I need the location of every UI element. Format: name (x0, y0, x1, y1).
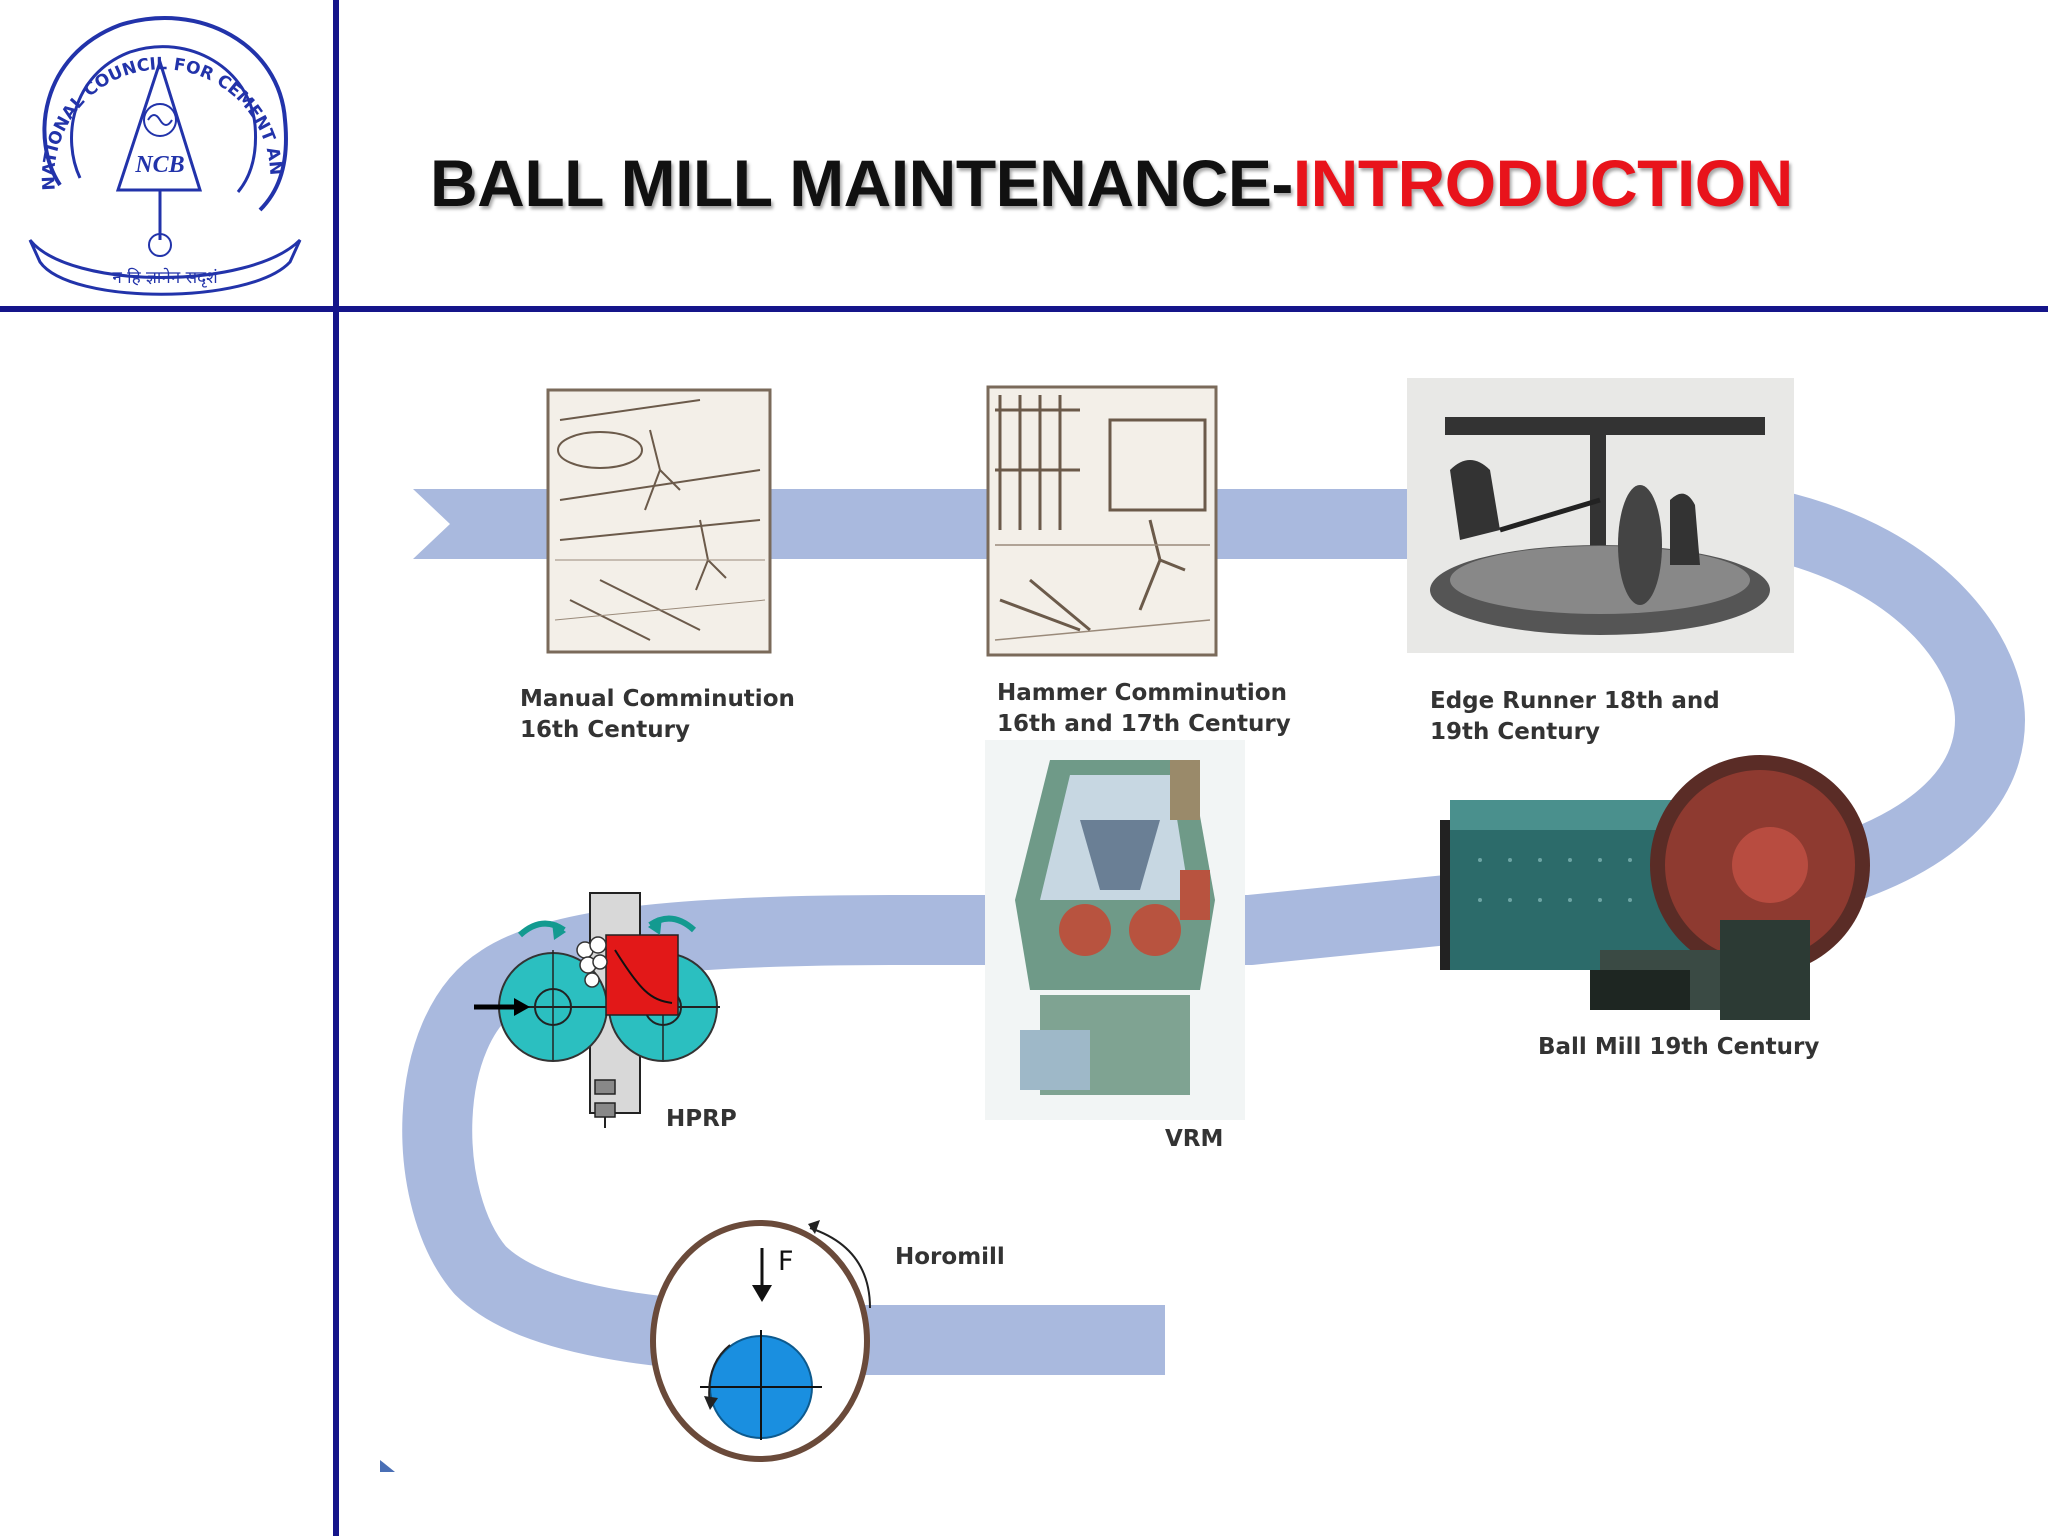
stage-label-line: Horomill (895, 1244, 1005, 1270)
horomill-force-label: F (778, 1246, 794, 1277)
stage-label-hprp: HPRP (666, 1104, 737, 1135)
horizontal-rule (0, 306, 2048, 312)
vrm-picture (985, 740, 1245, 1120)
stage-label-vrm: VRM (1165, 1124, 1223, 1155)
stage-label-line: Ball Mill 19th Century (1538, 1034, 1820, 1060)
ncb-logo: NATIONAL COUNCIL FOR CEMENT AND BUILDING… (0, 0, 333, 306)
logo-motto: न हि ज्ञानेन सदृशं (112, 267, 218, 288)
vertical-rule (333, 0, 339, 1536)
stage-label-line: Hammer Comminution (997, 680, 1287, 706)
logo-ncb-text: NCB (134, 152, 184, 178)
hprp-picture (474, 892, 720, 1128)
ball-mill-picture (1440, 755, 1870, 1020)
stage-label-line: HPRP (666, 1106, 737, 1132)
stage-label-line: Edge Runner 18th and (1430, 688, 1720, 714)
title-main: BALL MILL MAINTENANCE- (430, 146, 1293, 220)
horomill-picture (650, 1220, 871, 1462)
ribbon-end-mark (380, 1460, 395, 1472)
stage-label-ball-mill: Ball Mill 19th Century (1538, 1032, 1819, 1063)
manual-comminution-picture (546, 388, 772, 654)
stage-label-edge-runner: Edge Runner 18th and 19th Century (1430, 686, 1720, 748)
stage-label-manual-comminution: Manual Comminution 16th Century (520, 684, 795, 746)
stage-label-line: VRM (1165, 1126, 1224, 1152)
stage-label-line: 16th and 17th Century (997, 711, 1291, 737)
slide-title: BALL MILL MAINTENANCE-INTRODUCTION (430, 145, 1793, 221)
stage-label-line: Manual Comminution (520, 686, 795, 712)
edge-runner-picture (1407, 378, 1794, 653)
stage-label-line: 19th Century (1430, 719, 1600, 745)
stage-label-horomill: Horomill (895, 1242, 1005, 1273)
hammer-comminution-picture (986, 385, 1218, 657)
stage-label-hammer-comminution: Hammer Comminution 16th and 17th Century (997, 678, 1291, 740)
ribbon-tail (413, 489, 490, 559)
title-highlight: INTRODUCTION (1292, 146, 1793, 220)
stage-label-line: 16th Century (520, 717, 690, 743)
